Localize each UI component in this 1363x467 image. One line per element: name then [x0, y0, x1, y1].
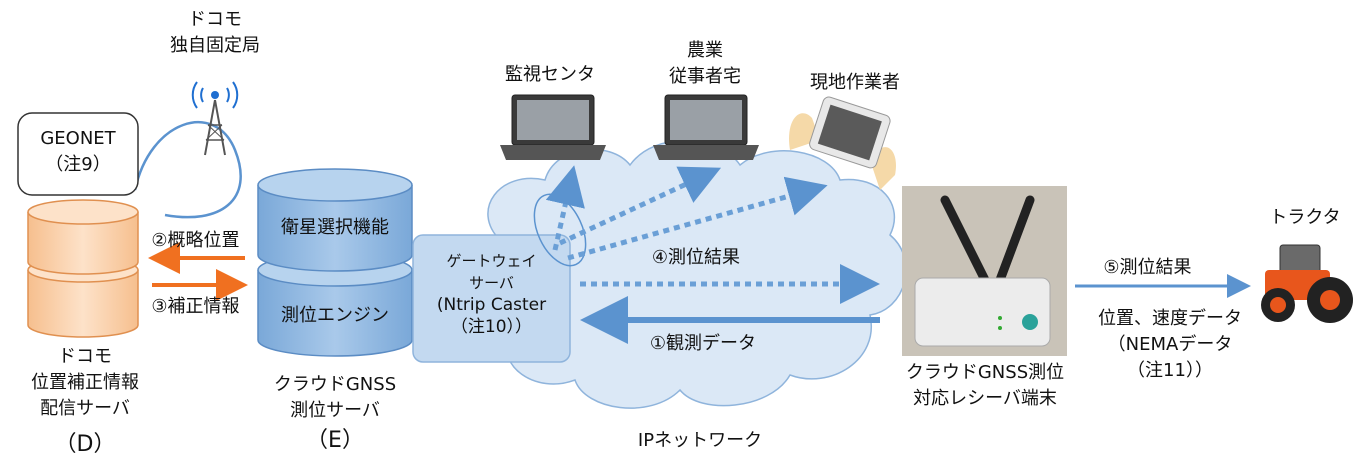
farmer-home-label: 農業 従事者宅	[669, 40, 741, 87]
geonet-label: GEONET （注9）	[40, 128, 116, 175]
antenna-tower-icon	[191, 81, 239, 156]
loop-line	[133, 121, 242, 219]
result-4-label: ④測位結果	[651, 247, 741, 268]
monitor-center-label: 監視センタ	[505, 64, 595, 85]
receiver-label: クラウドGNSS測位 対応レシーバ端末	[905, 362, 1065, 409]
nmea-label: 位置、速度データ （NEMAデータ （注11））	[1098, 308, 1242, 381]
correction-info-label: ③補正情報	[151, 296, 240, 317]
positioning-engine-label: 測位エンジン	[281, 305, 389, 326]
cloud-server-cylinder	[257, 168, 413, 357]
observation-1-label: ①観測データ	[649, 333, 757, 354]
cloud-server-label: クラウドGNSS 測位サーバ	[273, 374, 397, 421]
gateway-label: ゲートウェイ サーバ (Ntrip Caster （注10））	[436, 252, 547, 337]
laptop-icon-farmer-home	[653, 94, 759, 160]
laptop-icon-monitor-center	[500, 94, 606, 160]
field-worker-label: 現地作業者	[810, 72, 900, 93]
approx-position-label: ②概略位置	[151, 230, 240, 251]
tablet-icon	[789, 96, 896, 190]
tractor-icon	[1261, 244, 1353, 323]
result-5-label: ⑤測位結果	[1103, 257, 1192, 278]
tractor-label: トラクタ	[1269, 207, 1341, 228]
satellite-select-label: 衛星選択機能	[281, 217, 389, 238]
docomo-server-cylinder	[27, 199, 139, 338]
geonet-box	[17, 112, 139, 196]
docomo-server-label: ドコモ 位置補正情報 配信サーバ	[31, 346, 139, 419]
receiver-device-photo	[902, 186, 1067, 356]
docomo-station-label: ドコモ 独自固定局	[170, 9, 260, 56]
fan-out-ellipse	[533, 193, 587, 267]
result-dotted-arrows	[545, 165, 880, 304]
cloud-id-label: （E）	[306, 428, 364, 453]
ip-network-label: IPネットワーク	[637, 430, 763, 451]
gateway-box	[412, 234, 571, 363]
docomo-id-label: （D）	[54, 432, 116, 457]
